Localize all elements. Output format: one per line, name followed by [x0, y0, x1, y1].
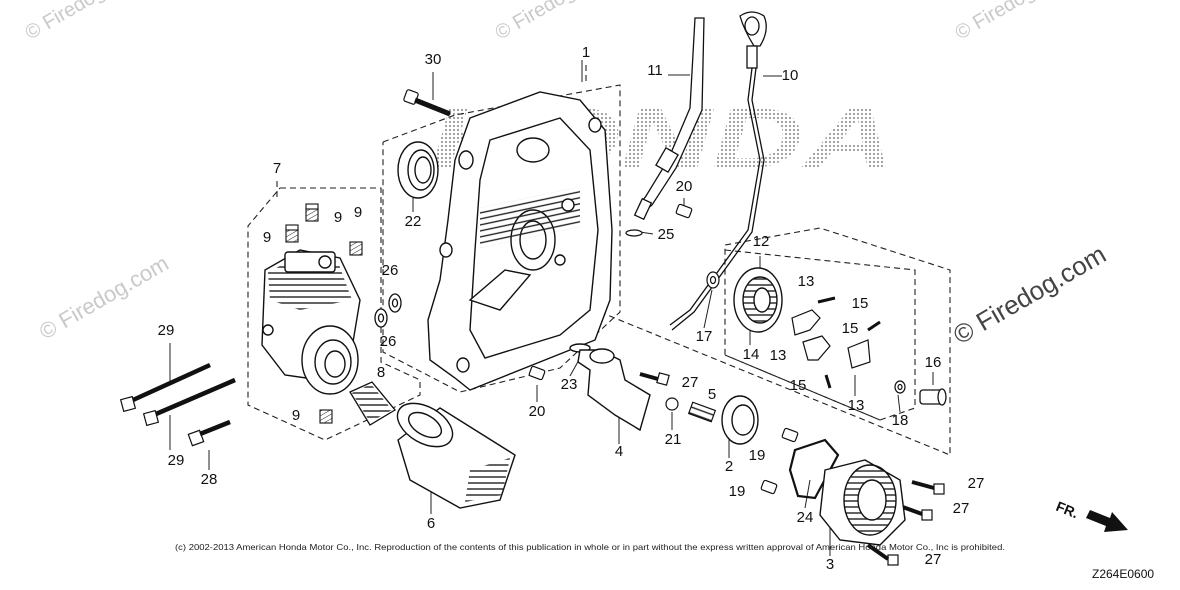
part-22-oil-seal: [397, 141, 439, 199]
label-14[interactable]: 14: [743, 346, 760, 363]
part-1-crankcase-cover: [427, 91, 613, 391]
label-19a[interactable]: 19: [749, 447, 766, 464]
label-15c[interactable]: 15: [790, 377, 807, 394]
part-9-plugs: [285, 203, 363, 424]
diagram-code: Z264E0600: [1092, 567, 1154, 581]
part-3-pump-cover: [819, 459, 906, 546]
watermark-1: © Firedog.com: [22, 0, 147, 44]
label-18[interactable]: 18: [892, 412, 909, 429]
part-labels: 1234567899991011121313131415151516171819…: [158, 44, 985, 573]
label-13a[interactable]: 13: [798, 273, 815, 290]
front-arrow-icon: [1086, 510, 1128, 532]
watermark-4: © Firedog.com: [35, 250, 173, 344]
label-5[interactable]: 5: [708, 386, 716, 403]
label-30[interactable]: 30: [425, 51, 442, 68]
part-19-dowels: [760, 427, 799, 495]
part-30-bolt: [403, 89, 451, 117]
label-13c[interactable]: 13: [848, 397, 865, 414]
label-29b[interactable]: 29: [168, 452, 185, 469]
label-12[interactable]: 12: [753, 233, 770, 250]
front-indicator: FR.: [1054, 498, 1128, 532]
part-18-washer: [894, 380, 906, 394]
part-24-gasket: [788, 438, 840, 500]
label-9d[interactable]: 9: [292, 407, 300, 424]
part-4-oil-passage: [569, 343, 651, 432]
watermark-5: © Firedog.com: [948, 239, 1111, 350]
label-20a[interactable]: 20: [676, 178, 693, 195]
label-23[interactable]: 23: [561, 376, 578, 393]
label-27d[interactable]: 27: [925, 551, 942, 568]
part-29-bolts: [119, 362, 236, 427]
label-1[interactable]: 1: [582, 44, 590, 61]
label-26a[interactable]: 26: [382, 262, 399, 279]
part-21-ball: [665, 397, 679, 411]
part-28-bolt: [187, 419, 231, 447]
part-13-governor-parts: [791, 309, 871, 369]
label-9b[interactable]: 9: [263, 229, 271, 246]
label-27c[interactable]: 27: [953, 500, 970, 517]
frame-governor: [724, 249, 916, 421]
part-10-dipstick: [669, 11, 767, 331]
part-26-washers: [374, 293, 402, 328]
label-26b[interactable]: 26: [380, 333, 397, 350]
label-9c[interactable]: 9: [354, 204, 362, 221]
label-7[interactable]: 7: [273, 160, 281, 177]
label-9a[interactable]: 9: [334, 209, 342, 226]
part-25-o-ring: [625, 229, 643, 237]
part-7-cylinder: [261, 249, 361, 395]
label-11[interactable]: 11: [647, 62, 663, 79]
part-20-dowels: [528, 203, 693, 381]
label-6[interactable]: 6: [427, 515, 435, 532]
part-2-oil-pump-rotor: [721, 395, 759, 445]
label-4[interactable]: 4: [615, 443, 623, 460]
watermark-3: © Firedog.com: [952, 0, 1077, 44]
label-3[interactable]: 3: [826, 556, 834, 573]
part-17-washer: [706, 271, 720, 289]
label-27b[interactable]: 27: [968, 475, 985, 492]
label-15b[interactable]: 15: [842, 320, 859, 337]
part-11-dipstick-tube: [633, 17, 705, 221]
part-5-spring: [687, 401, 717, 423]
part-6-oil-filter: [396, 402, 516, 509]
label-29a[interactable]: 29: [158, 322, 175, 339]
label-16[interactable]: 16: [925, 354, 942, 371]
frame-cylinder: [247, 187, 421, 441]
label-8[interactable]: 8: [377, 364, 385, 381]
label-21[interactable]: 21: [665, 431, 682, 448]
label-10[interactable]: 10: [782, 67, 799, 84]
label-27a[interactable]: 27: [682, 374, 699, 391]
label-22[interactable]: 22: [405, 213, 422, 230]
part-16-pin: [919, 388, 947, 406]
label-19b[interactable]: 19: [729, 483, 746, 500]
front-indicator-text: FR.: [1054, 498, 1081, 521]
part-8-boot: [349, 381, 396, 426]
copyright-notice: (c) 2002-2013 American Honda Motor Co., …: [175, 542, 1005, 552]
watermark-2: © Firedog.com: [492, 0, 617, 44]
label-20b[interactable]: 20: [529, 403, 546, 420]
label-17[interactable]: 17: [696, 328, 713, 345]
label-28[interactable]: 28: [201, 471, 218, 488]
label-15a[interactable]: 15: [852, 295, 869, 312]
part-15-pins: [817, 296, 881, 389]
label-13b[interactable]: 13: [770, 347, 787, 364]
label-2[interactable]: 2: [725, 458, 733, 475]
part-12-governor-gear: [733, 267, 783, 333]
label-25[interactable]: 25: [658, 226, 675, 243]
label-24[interactable]: 24: [797, 509, 814, 526]
